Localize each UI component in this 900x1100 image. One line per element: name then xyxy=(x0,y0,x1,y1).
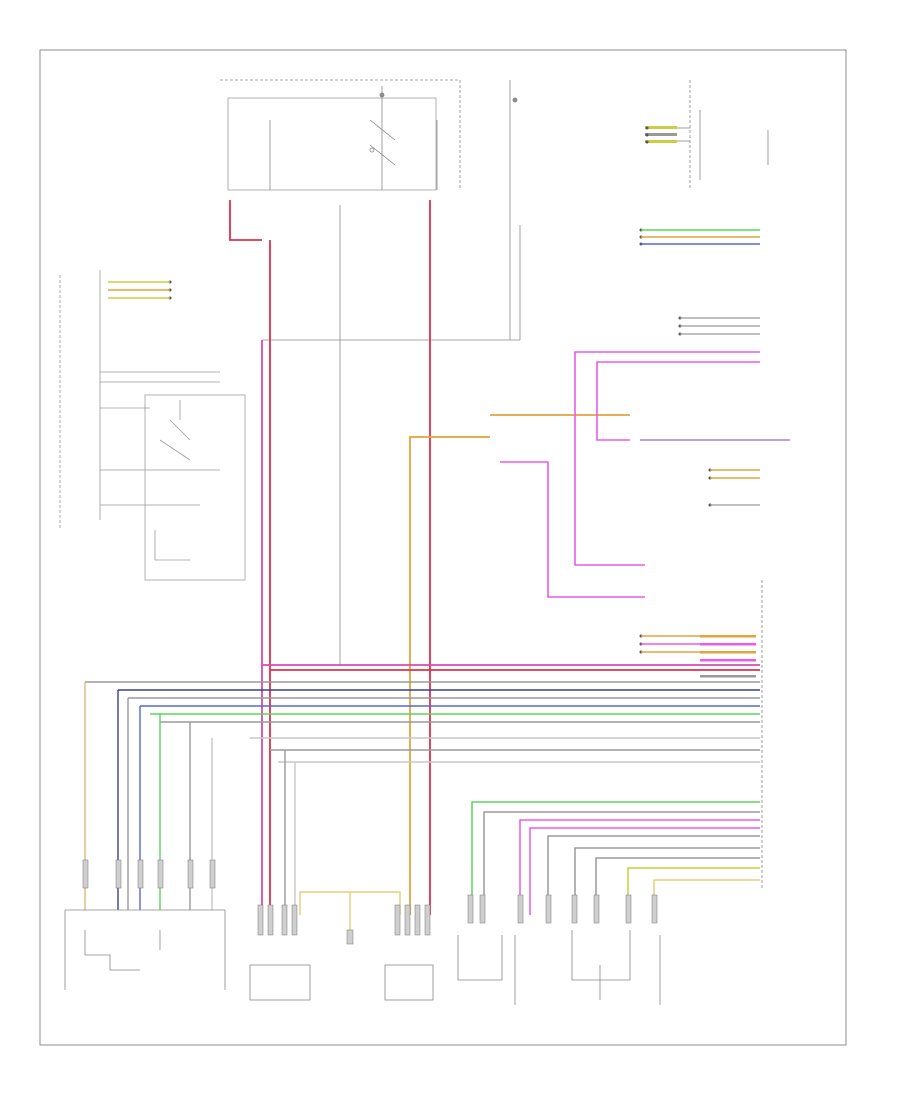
ecm-connector-stubs xyxy=(639,634,756,678)
clutch-switch-component xyxy=(384,904,434,1001)
red-wire-left xyxy=(229,200,262,241)
relay-symbol xyxy=(369,119,396,166)
left-side-wiring xyxy=(59,270,246,581)
clock-spring-component xyxy=(64,909,226,990)
red-horizontal-to-ecm xyxy=(262,664,760,671)
clutch-trunk xyxy=(409,200,630,915)
lower-right-wires xyxy=(471,801,760,915)
brake-light-switch-component xyxy=(249,904,311,1001)
tan-bridge-wire xyxy=(299,891,401,935)
magenta-wiring xyxy=(500,351,760,598)
red-trunk xyxy=(261,240,271,915)
transmission-connector xyxy=(678,316,760,336)
sensor-connector xyxy=(708,468,760,507)
diagram-frame xyxy=(39,49,847,1046)
connector-stubs-bottom-left xyxy=(82,859,216,889)
throttle-module-component xyxy=(514,894,661,1005)
top-fuse-relay-area xyxy=(220,79,701,665)
instrument-cluster-connector xyxy=(645,126,769,165)
ground-point-component xyxy=(346,929,354,945)
selector-connector xyxy=(639,228,760,246)
left-upper-connector xyxy=(108,280,172,300)
brake-booster-sensor-component xyxy=(457,894,503,981)
ecm-wire-bus xyxy=(85,681,760,763)
